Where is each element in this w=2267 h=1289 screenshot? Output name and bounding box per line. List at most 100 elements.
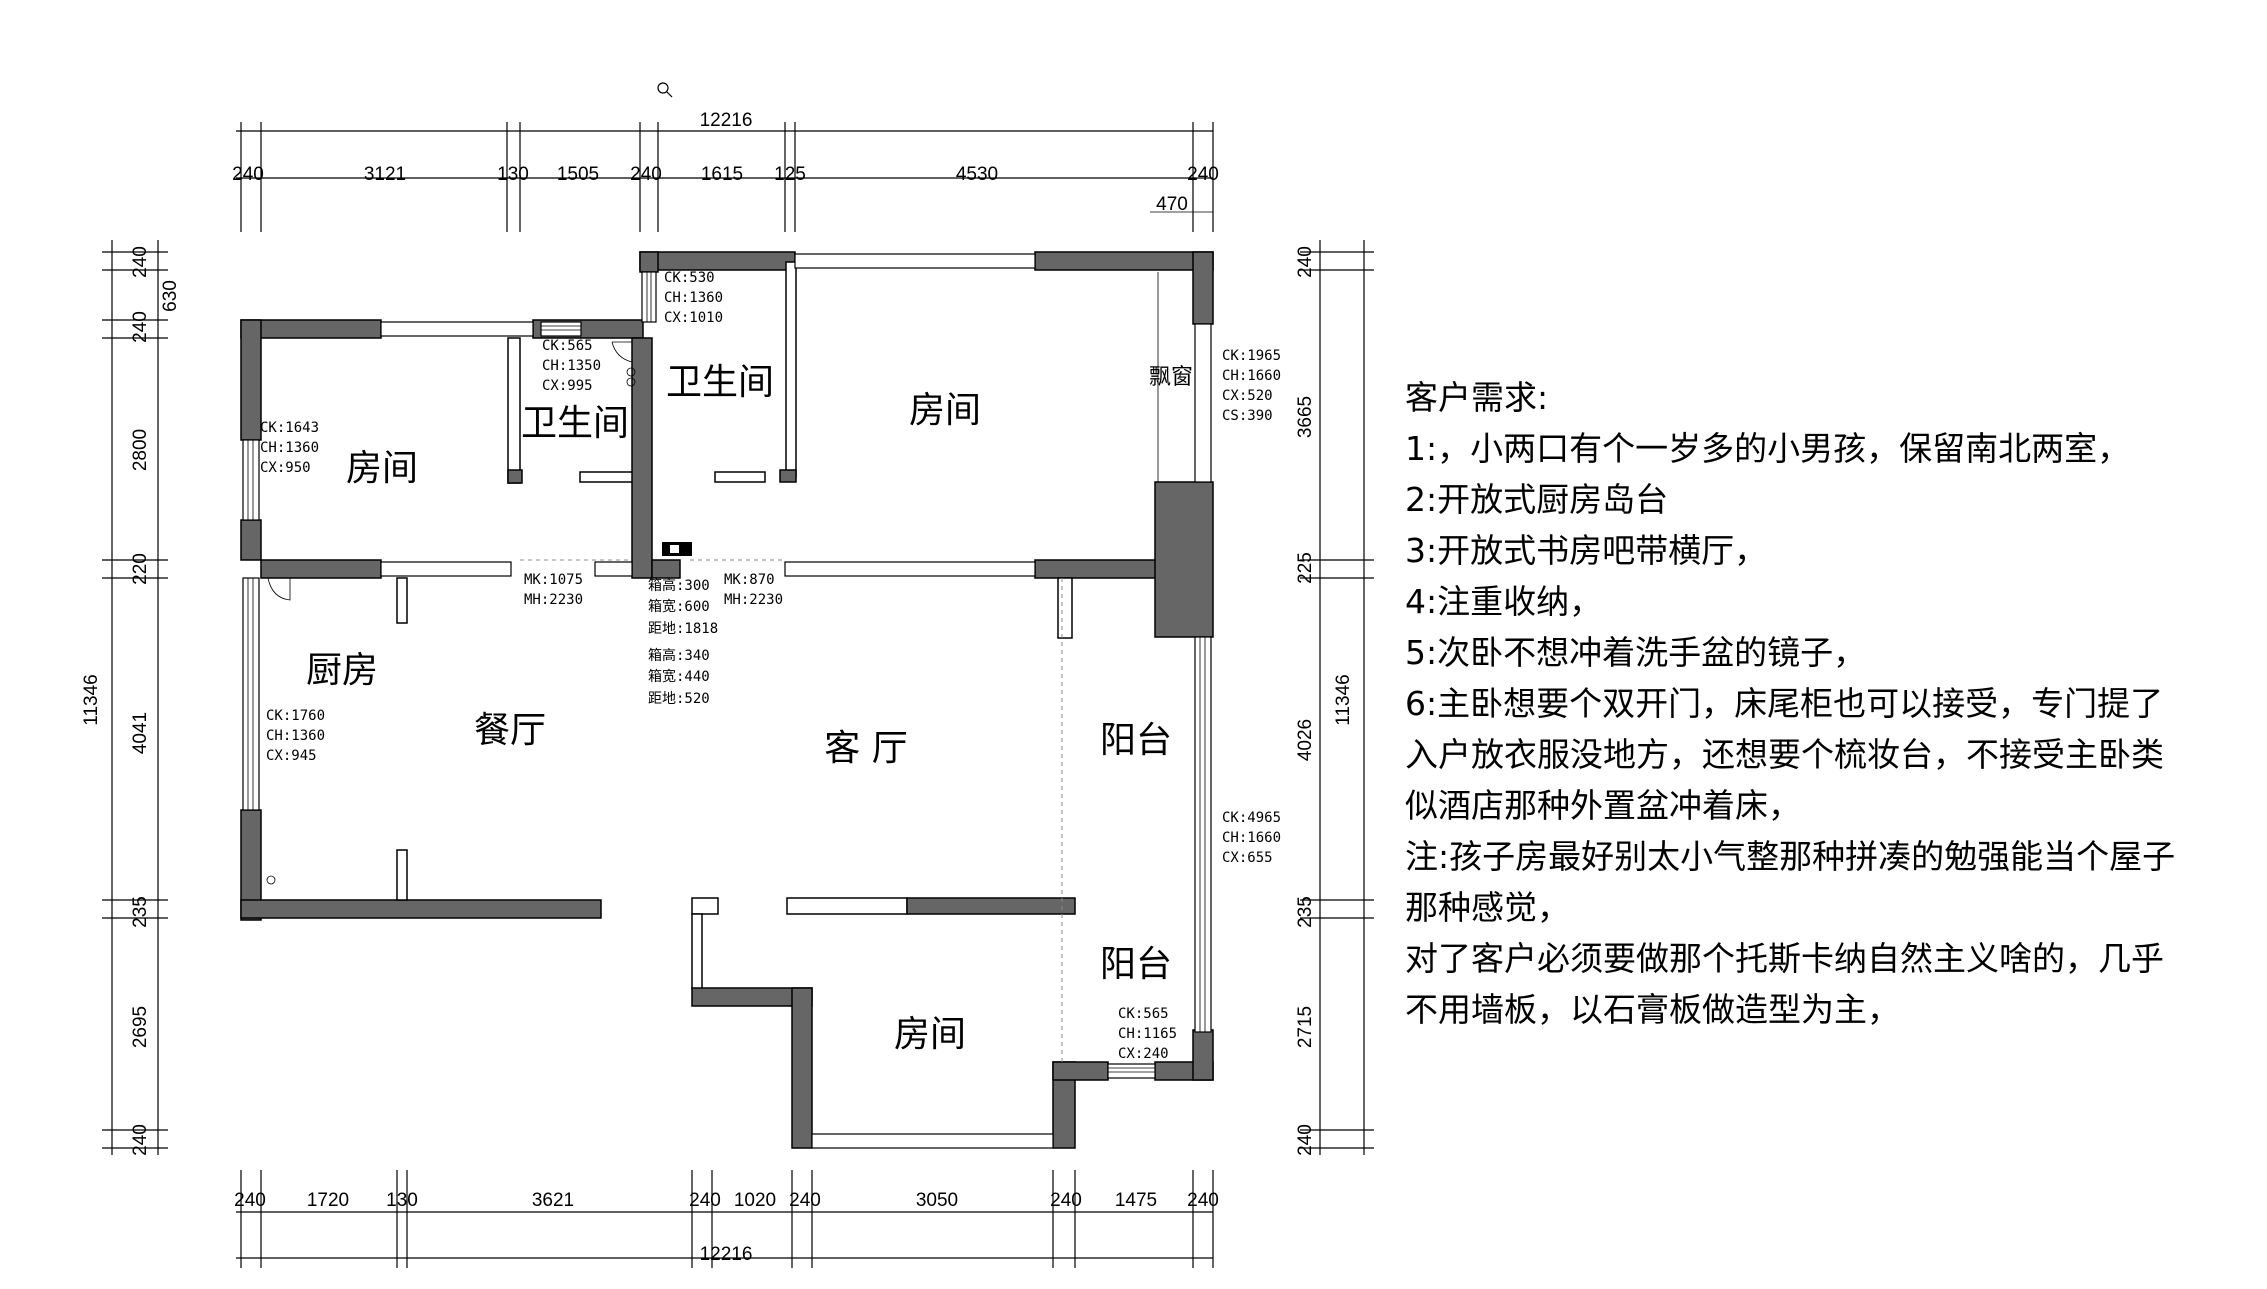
bath-large-label: 卫生间 bbox=[666, 362, 774, 403]
right-seg-1: 3665 bbox=[1295, 396, 1316, 438]
right-seg-3: 4026 bbox=[1295, 719, 1316, 761]
bottom-seg-2: 130 bbox=[386, 1190, 418, 1211]
svg-text:CH:1660: CH:1660 bbox=[1222, 368, 1281, 384]
balcony-1-label: 阳台 bbox=[1100, 720, 1172, 761]
room-labels: 房间 卫生间 卫生间 房间 飘窗 厨房 餐厅 客 厅 阳台 阳台 房间 bbox=[306, 362, 1193, 1055]
bottom-seg-1: 1720 bbox=[307, 1190, 349, 1211]
left-seg-4: 220 bbox=[130, 553, 151, 585]
right-seg-2: 225 bbox=[1295, 552, 1316, 584]
bottom-seg-4: 240 bbox=[689, 1190, 721, 1211]
left-seg-2: 240 bbox=[130, 311, 151, 343]
top-seg-3: 1505 bbox=[557, 164, 599, 185]
svg-text:CS:390: CS:390 bbox=[1222, 408, 1273, 424]
top-extra-label: 470 bbox=[1156, 194, 1188, 215]
requirement-3: 3:开放式书房吧带横厅， bbox=[1405, 531, 1768, 570]
top-seg-1: 3121 bbox=[364, 164, 406, 185]
svg-text:CK:565: CK:565 bbox=[1118, 1006, 1169, 1022]
magnifier-icon bbox=[657, 82, 673, 98]
bottom-seg-10: 240 bbox=[1187, 1190, 1219, 1211]
bay-window-label: 飘窗 bbox=[1149, 365, 1193, 390]
requirement-style: 对了客户必须要做那个托斯卡纳自然主义啥的，几乎不用墙板，以石膏板做造型为主， bbox=[1405, 939, 2164, 1029]
right-seg-0: 240 bbox=[1295, 246, 1316, 278]
bottom-dimensions: 240 1720 130 3621 240 1020 240 3050 240 … bbox=[234, 1170, 1219, 1268]
top-seg-6: 125 bbox=[774, 164, 806, 185]
svg-text:CX:655: CX:655 bbox=[1222, 850, 1273, 866]
bath-small-label: 卫生间 bbox=[521, 403, 629, 444]
box-2-note: 箱高:340 箱宽:440 距地:520 bbox=[648, 647, 710, 707]
svg-text:CH:1360: CH:1360 bbox=[664, 290, 723, 306]
top-seg-0: 240 bbox=[232, 164, 264, 185]
left-seg-3: 2800 bbox=[130, 429, 151, 471]
bottom-total-label: 12216 bbox=[700, 1244, 753, 1265]
top-total-label: 12216 bbox=[700, 110, 753, 131]
right-seg-4: 235 bbox=[1295, 896, 1316, 928]
svg-text:CX:995: CX:995 bbox=[542, 378, 593, 394]
top-seg-8: 240 bbox=[1187, 164, 1219, 185]
left-total-label: 11346 bbox=[81, 674, 102, 725]
room-s-label: 房间 bbox=[894, 1014, 966, 1055]
svg-text:MK:1075: MK:1075 bbox=[524, 572, 583, 588]
svg-text:箱高:340: 箱高:340 bbox=[648, 647, 710, 664]
bottom-seg-5: 1020 bbox=[734, 1190, 776, 1211]
left-seg-1: 630 bbox=[160, 280, 181, 312]
bottom-seg-6: 240 bbox=[789, 1190, 821, 1211]
walls bbox=[240, 251, 1214, 1149]
right-dimensions: 11346 240 3665 225 4026 235 2715 240 bbox=[1295, 240, 1374, 1156]
top-seg-2: 130 bbox=[497, 164, 529, 185]
client-requirements: 客户需求: 1:，小两口有个一岁多的小男孩，保留南北两室， 2:开放式厨房岛台 … bbox=[1405, 372, 2185, 1035]
left-seg-5: 4041 bbox=[130, 712, 151, 754]
top-seg-7: 4530 bbox=[956, 164, 998, 185]
right-seg-6: 240 bbox=[1295, 1124, 1316, 1156]
living-label: 客 厅 bbox=[824, 728, 907, 769]
top-seg-4: 240 bbox=[630, 164, 662, 185]
svg-text:CK:530: CK:530 bbox=[664, 270, 715, 286]
windows bbox=[242, 253, 1212, 1149]
svg-text:CK:1643: CK:1643 bbox=[260, 420, 319, 436]
svg-text:CX:1010: CX:1010 bbox=[664, 310, 723, 326]
room-nw-label: 房间 bbox=[346, 448, 418, 489]
svg-text:MH:2230: MH:2230 bbox=[724, 592, 783, 608]
svg-text:CH:1350: CH:1350 bbox=[542, 358, 601, 374]
svg-text:CX:950: CX:950 bbox=[260, 460, 311, 476]
left-seg-7: 2695 bbox=[130, 1006, 151, 1048]
svg-text:MH:2230: MH:2230 bbox=[524, 592, 583, 608]
top-dimensions: 12216 240 3121 130 1505 240 1615 125 453… bbox=[232, 82, 1219, 232]
room-ne-label: 房间 bbox=[909, 390, 981, 431]
svg-text:距地:520: 距地:520 bbox=[648, 691, 710, 707]
svg-text:CX:520: CX:520 bbox=[1222, 388, 1273, 404]
svg-text:CH:1165: CH:1165 bbox=[1118, 1026, 1177, 1042]
requirements-title: 客户需求: bbox=[1405, 378, 1549, 417]
requirement-2: 2:开放式厨房岛台 bbox=[1405, 480, 1669, 519]
left-seg-8: 240 bbox=[130, 1124, 151, 1156]
bottom-seg-0: 240 bbox=[234, 1190, 266, 1211]
svg-text:箱宽:440: 箱宽:440 bbox=[648, 668, 710, 685]
requirement-5: 5:次卧不想冲着洗手盆的镜子， bbox=[1405, 633, 1867, 672]
requirement-1: 1:，小两口有个一岁多的小男孩，保留南北两室， bbox=[1405, 429, 2131, 468]
svg-text:CH:1660: CH:1660 bbox=[1222, 830, 1281, 846]
svg-text:CK:565: CK:565 bbox=[542, 338, 593, 354]
svg-text:箱宽:600: 箱宽:600 bbox=[648, 598, 710, 615]
svg-text:CK:1760: CK:1760 bbox=[266, 708, 325, 724]
balcony-2-label: 阳台 bbox=[1100, 944, 1172, 985]
right-total-label: 11346 bbox=[1333, 674, 1354, 725]
requirement-6: 6:主卧想要个双开门，床尾柜也可以接受，专门提了入户放衣服没地方，还想要个梳妆台… bbox=[1405, 684, 2164, 825]
svg-text:CX:945: CX:945 bbox=[266, 748, 317, 764]
svg-text:CX:240: CX:240 bbox=[1118, 1046, 1169, 1062]
svg-text:CH:1360: CH:1360 bbox=[260, 440, 319, 456]
top-seg-5: 1615 bbox=[701, 164, 743, 185]
bottom-seg-3: 3621 bbox=[532, 1190, 574, 1211]
kitchen-label: 厨房 bbox=[306, 650, 378, 691]
bottom-seg-8: 240 bbox=[1050, 1190, 1082, 1211]
requirement-note: 注:孩子房最好别太小气整那种拼凑的勉强能当个屋子那种感觉， bbox=[1405, 837, 2176, 927]
left-seg-6: 235 bbox=[130, 896, 151, 928]
